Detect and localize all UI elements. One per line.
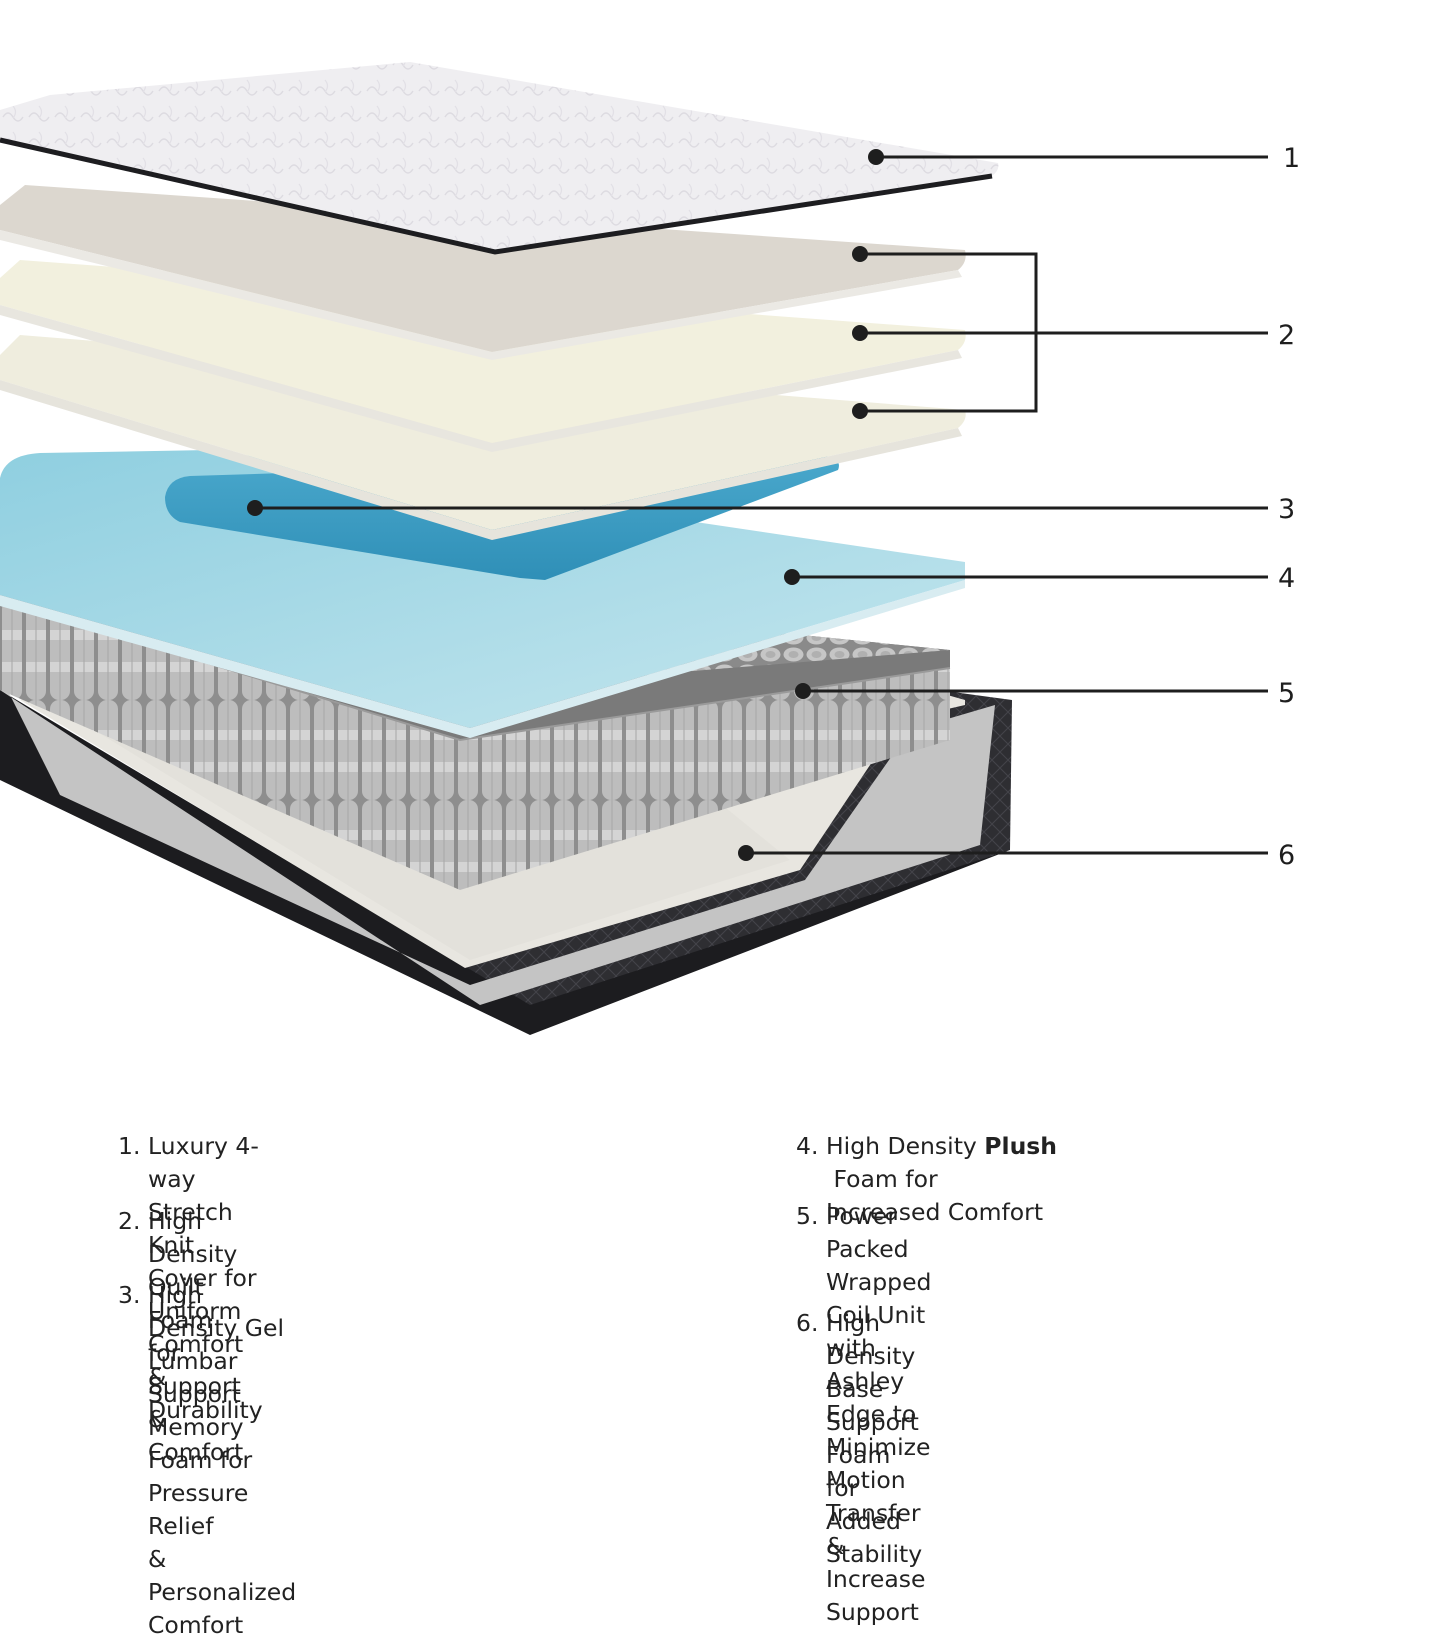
callout-number-2: 2 — [1278, 320, 1295, 351]
knit-cover-layer — [0, 62, 999, 255]
legend-line: Uniform Comfort & Durability — [148, 1297, 263, 1424]
legend-line: High Density Base Support Foam for — [826, 1309, 919, 1502]
legend-text: High Density Plush Foam for Increased Co… — [826, 1130, 1057, 1229]
legend-text: High Density Base Support Foam for Added… — [826, 1307, 922, 1571]
legend-number: 3. — [118, 1281, 141, 1309]
callout-number-6: 6 — [1278, 840, 1295, 871]
legend-number: 2. — [118, 1207, 141, 1235]
mattress-layers-diagram: 1 2 3 4 5 6 — [0, 62, 1300, 1035]
legend-line-prefix: High Density — [826, 1132, 985, 1160]
legend-line: Added Stability — [826, 1507, 923, 1568]
legend-number: 4. — [796, 1132, 819, 1160]
callout-number-5: 5 — [1278, 678, 1295, 709]
legend-line: Increased Comfort — [826, 1198, 1044, 1226]
legend-line-suffix: Foam for — [826, 1165, 938, 1193]
legend-line: High Density Gel Lumbar Support — [148, 1281, 285, 1408]
legend-number: 1. — [118, 1132, 141, 1160]
legend-line: Memory Foam for Pressure Relief — [148, 1413, 253, 1540]
legend-text: Luxury 4-way Stretch Knit Cover for Unif… — [148, 1130, 263, 1427]
quilt-foam-layers — [0, 185, 966, 540]
callout-number-1: 1 — [1283, 143, 1300, 174]
callout-number-4: 4 — [1278, 563, 1295, 594]
legend-line: High Density Quilt Foam for — [148, 1207, 238, 1367]
legend-text: High Density Gel Lumbar Support Memory F… — [148, 1279, 296, 1642]
legend-number: 5. — [796, 1202, 819, 1230]
legend-line: Power Packed Wrapped Coil Unit with — [826, 1202, 932, 1362]
callout-leaders — [255, 155, 1268, 855]
legend-line: Luxury 4-way Stretch Knit Cover for — [148, 1132, 259, 1292]
callout-dots — [247, 149, 884, 861]
legend-number: 6. — [796, 1309, 819, 1337]
callout-number-3: 3 — [1278, 494, 1295, 525]
legend-line: & Personalized Comfort — [148, 1545, 297, 1639]
legend-bold-word: Plush — [984, 1132, 1058, 1160]
